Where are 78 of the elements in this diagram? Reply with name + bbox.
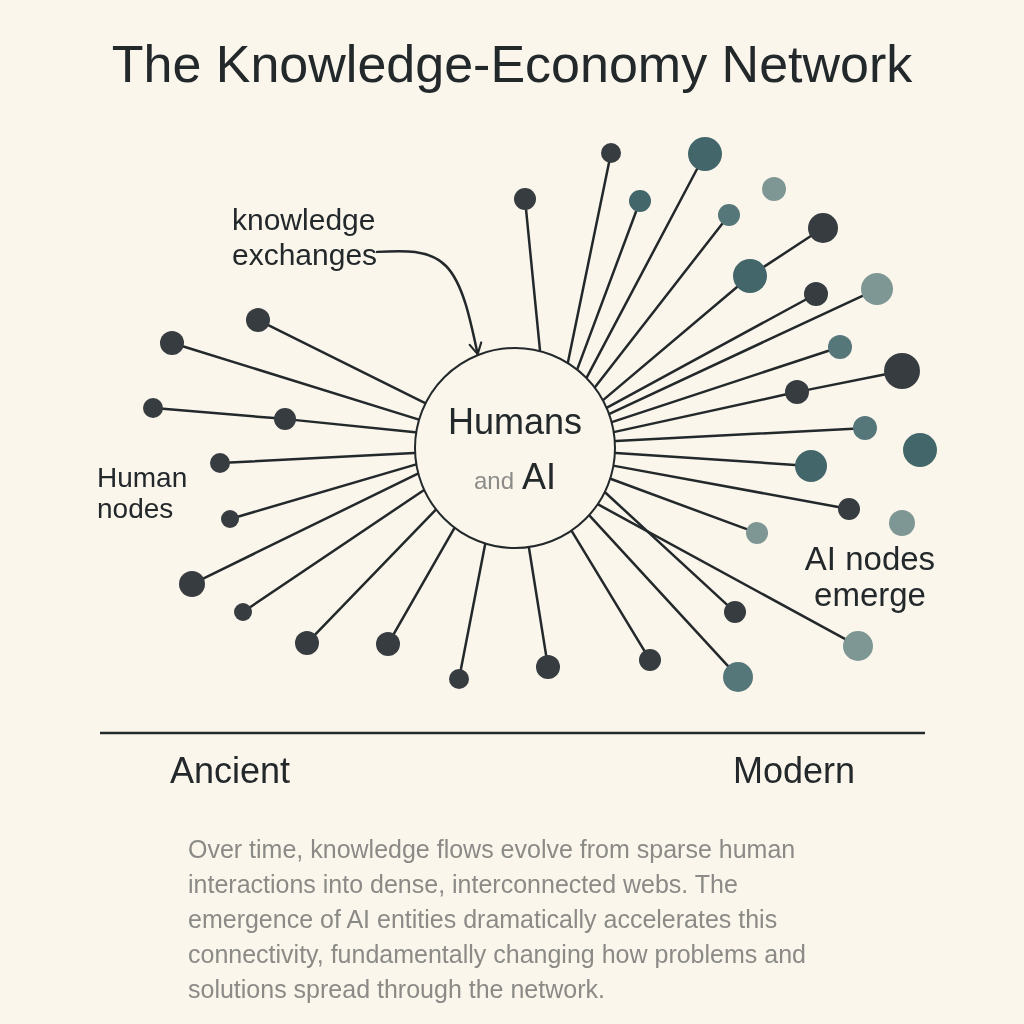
node-dot [718,204,740,226]
node-dot [723,662,753,692]
connector-line [597,503,847,641]
annotation-text: knowledge exchanges [232,202,378,272]
connector-line [527,546,548,657]
connector-line [566,161,611,364]
node-dot [808,213,838,243]
connector-line [585,167,699,379]
node-dot [804,282,828,306]
node-dot [160,331,184,355]
node-dot [514,188,536,210]
connector-line [609,477,748,531]
node-dot [601,143,621,163]
connector-line [182,345,420,421]
timeline-label: Modern [733,749,856,792]
caption-text: Over time, knowledge flows evolve from sparse human interactions into dense, interconnected webs. The emergence of AI entities dramatically accelerates this connectivity, fundamentally changing how problems and solutions spread through the network. [188,834,807,1005]
connector-line [613,393,787,434]
node-dot [536,655,560,679]
node-dot [210,453,230,473]
connector-line [228,451,416,464]
hub-label: Humans [447,400,583,442]
node-dot [785,380,809,404]
connector-line [314,508,437,636]
connector-line [249,489,425,609]
node-dot [688,137,722,171]
node-dot [889,510,915,536]
curved-arrow [375,249,483,356]
connector-line [237,463,417,518]
node-dot [234,603,252,621]
node-dot [853,416,877,440]
connector-line [762,235,812,268]
node-dot [449,669,469,689]
connector-line [807,373,886,391]
connector-line [611,349,830,424]
connector-line [604,491,729,606]
connector-line [267,324,426,405]
connector-line [576,210,638,370]
node-dot [795,450,827,482]
node-dot [179,571,205,597]
node-dot [838,498,860,520]
hub-label: AI [522,455,557,497]
node-dot [843,631,873,661]
connector-line [613,464,840,509]
node-dot [246,308,270,332]
connector-line [392,527,456,635]
connector-line [614,451,797,467]
hub-label: and [473,466,514,494]
connector-line [602,285,739,401]
connector-line [594,222,724,388]
node-dot [861,273,893,305]
connector-line [570,530,646,652]
node-dot [884,353,920,389]
diagram-title: The Knowledge-Economy Network [110,34,914,95]
connector-line [588,514,730,668]
timeline-label: Ancient [170,749,291,792]
node-dot [274,408,296,430]
node-dot [629,190,651,212]
node-dot [143,398,163,418]
connector-line [608,294,864,415]
connector-line [161,407,276,420]
node-dot [221,510,239,528]
node-dot [639,649,661,671]
connector-line [202,472,419,580]
node-dot [733,259,767,293]
node-dot [903,433,937,467]
connector-line [459,543,487,671]
connector-line [614,427,855,443]
node-dot [828,335,852,359]
annotation-text: Human nodes [97,462,188,524]
node-dot [724,601,746,623]
node-dot [762,177,786,201]
connector-line [294,418,417,434]
node-dot [376,632,400,656]
connector-line [524,208,542,352]
annotation-text: AI nodes emerge [803,541,937,613]
node-dot [295,631,319,655]
node-dot [746,522,768,544]
connector-line [606,298,807,409]
